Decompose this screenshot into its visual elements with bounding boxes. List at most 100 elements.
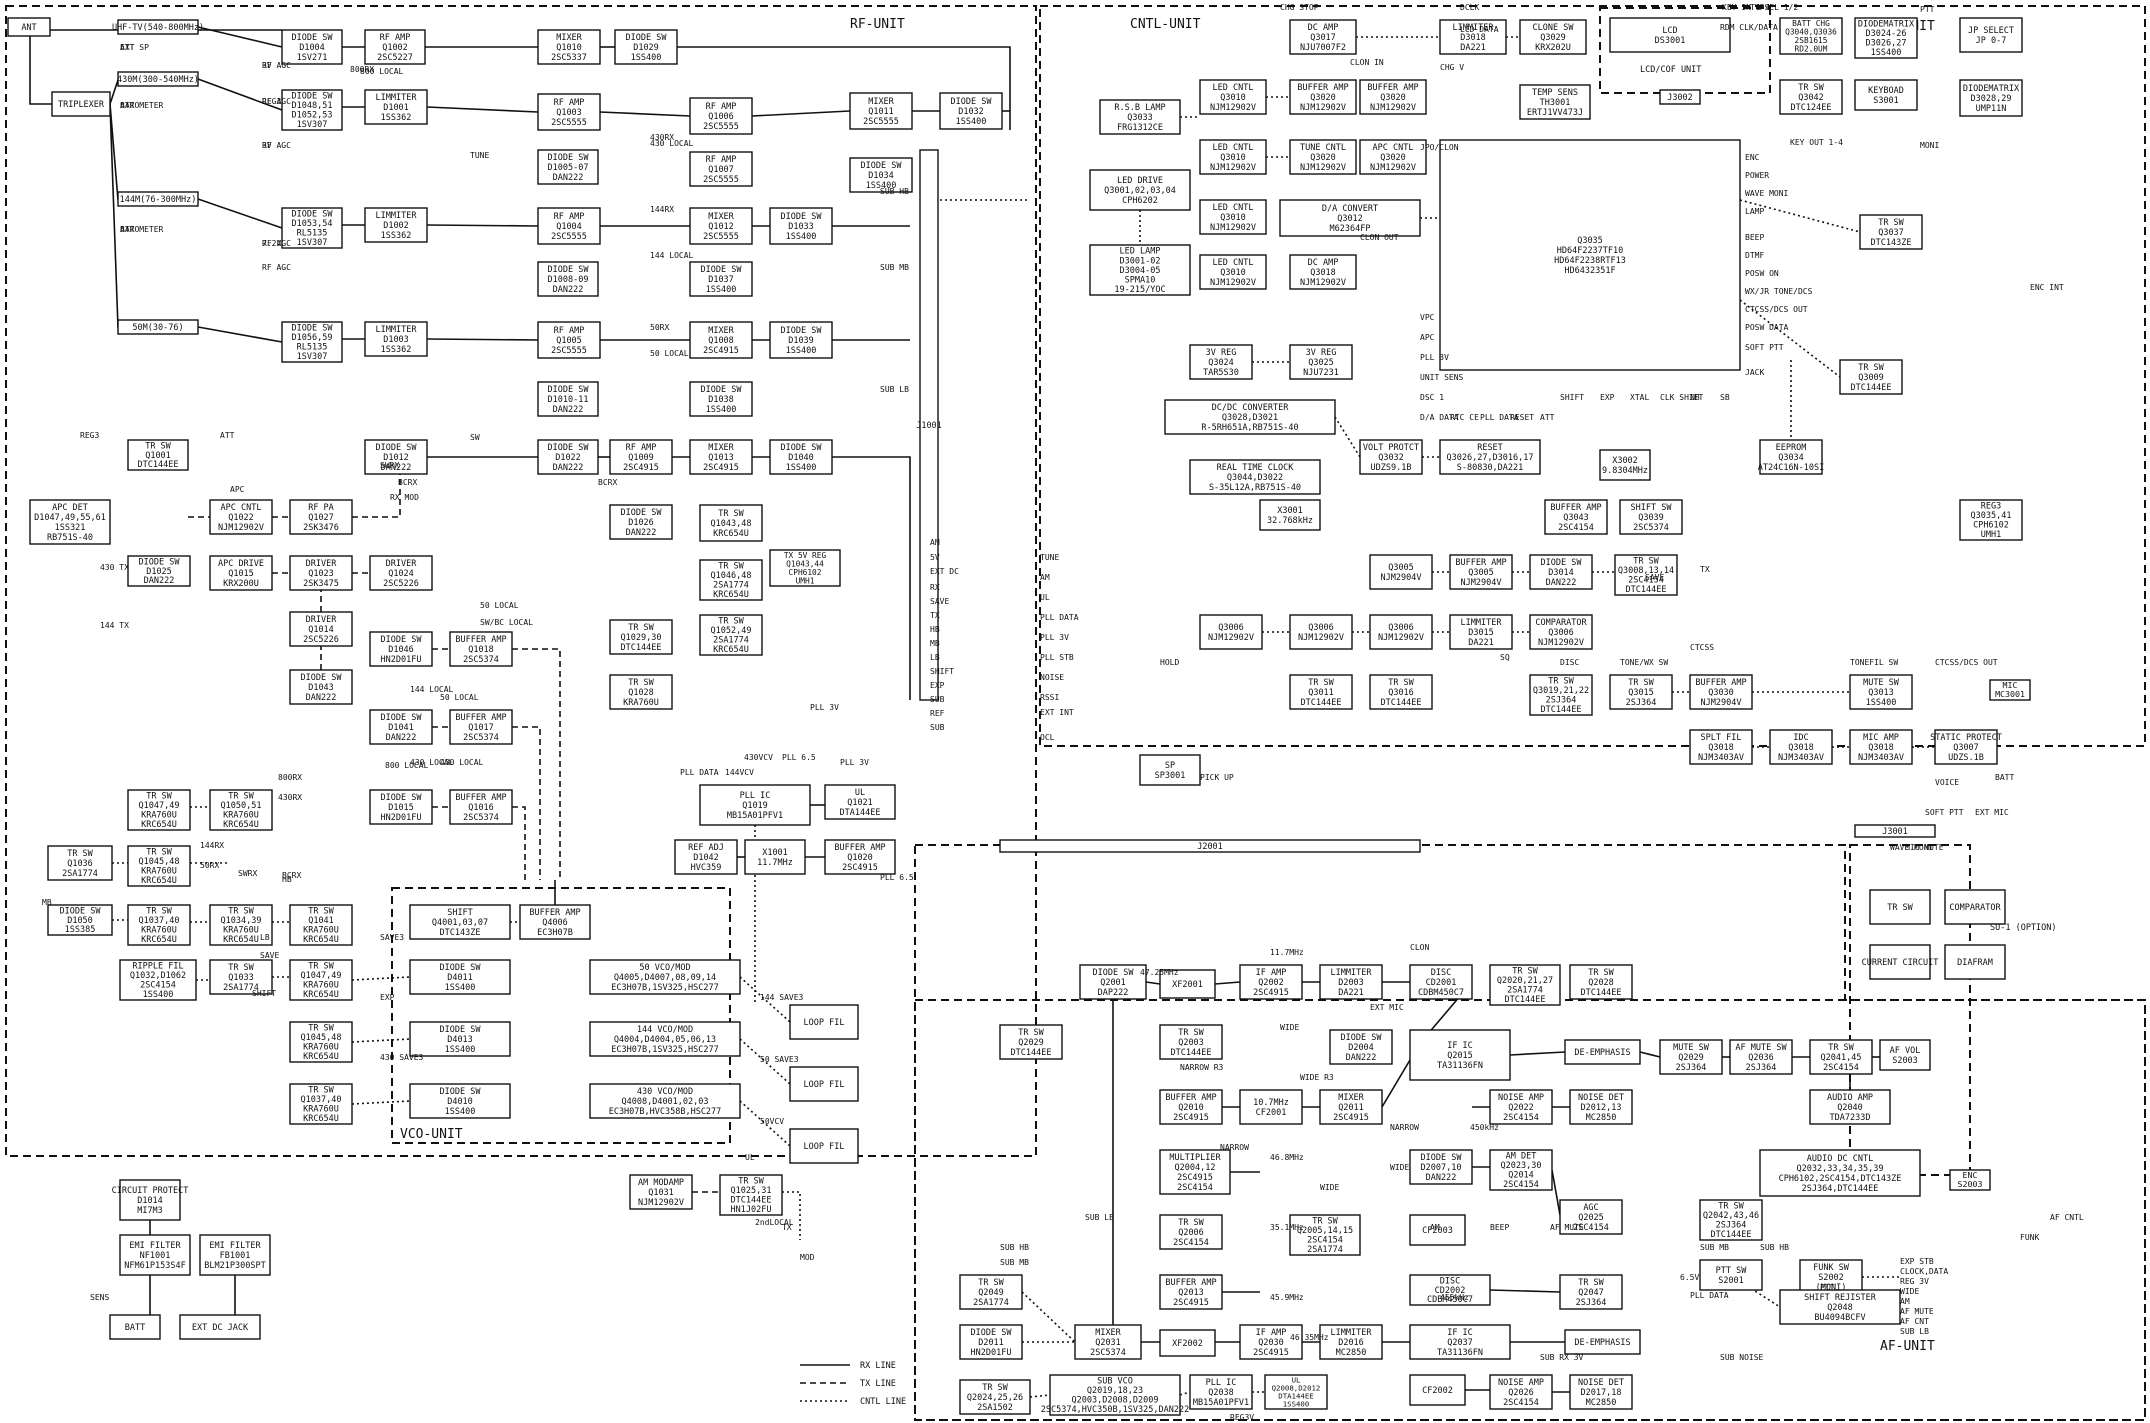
block-text: NJM12902V (1300, 278, 1346, 288)
block-text: MB15A01PFV1 (727, 811, 783, 821)
block-text: IF AMP (1256, 1328, 1287, 1338)
block-text: CIRCUIT PROTECT (112, 1186, 189, 1196)
block-text: MULTIPLIER (1169, 1153, 1221, 1163)
block-su_diag: DIAFRAM (1944, 944, 2006, 980)
block-text: MUTE SW (1863, 678, 1900, 688)
block-text: 2SC4915 (1253, 988, 1289, 998)
block-text: NJM3403AV (1778, 753, 1824, 763)
signal-line (1145, 981, 1161, 985)
signal-label: AF MUTE (1550, 1223, 1584, 1232)
block-text: DTC144EE (1541, 705, 1582, 715)
block-text: TR SW (308, 1024, 334, 1034)
block-text: Q1036 (67, 859, 93, 869)
block-text: DTC144EE (731, 1196, 772, 1206)
block-text: DIODE SW (781, 212, 823, 222)
signal-lines (29, 26, 1935, 1398)
block-text: BUFFER AMP (1367, 83, 1418, 93)
block-text: DTC144EE (1711, 1230, 1752, 1240)
block-text: 2SK3475 (303, 579, 339, 589)
block-text: BUFFER AMP (455, 635, 506, 645)
block-text: NOISE DET (1578, 1093, 1624, 1103)
block-text: Q3025 (1308, 358, 1334, 368)
signal-line (1639, 1051, 1661, 1058)
block-text: IDC (1793, 733, 1808, 743)
block-text: AUDIO AMP (1827, 1093, 1873, 1103)
block-text: Q3033 (1127, 113, 1153, 123)
block-text: (MONI) (1816, 1283, 1847, 1293)
block-text: 1SS400 (631, 53, 662, 63)
block-text: TR SW (1512, 967, 1538, 977)
block-text: 11.7MHz (757, 858, 793, 868)
block-text: LIMMITER (376, 93, 418, 103)
region-cntl-unit (1039, 5, 2146, 747)
signal-label: TX (930, 611, 940, 620)
block-text: DTC144EE (1505, 995, 1546, 1005)
block-text: NJM12902V (218, 523, 264, 533)
signal-label: TX (782, 1223, 792, 1232)
region-label-rf-unit: RF-UNIT (850, 17, 905, 32)
block-text: LCD (1662, 26, 1677, 36)
block-text: Q2025 (1578, 1213, 1604, 1223)
block-text: 2SA1502 (977, 1403, 1013, 1413)
block-text: 2SJ364 (1546, 696, 1577, 706)
block-text: FRG1312CE (1117, 123, 1163, 133)
block-text: 2SC4154 (140, 981, 176, 991)
block-text: KRC654U (303, 1114, 339, 1124)
signal-label: 46.35MHz (1290, 1333, 1329, 1342)
block-text: ENC (1963, 1170, 1978, 1180)
block-text: 2SJ364 (1716, 1221, 1747, 1231)
block-text: D1033 (788, 222, 814, 232)
block-text: 2SA1774 (713, 581, 749, 591)
block-text: CDBM450C7 (1418, 988, 1464, 998)
block-text: XF2001 (1172, 980, 1203, 990)
block-text: NJM12902V (1300, 103, 1346, 113)
block-text: 1SS362 (381, 231, 412, 241)
block-text: TX 5V REG (784, 551, 827, 560)
signal-label: SUB RX 3V (1540, 1353, 1584, 1362)
block-text: Q1007 (708, 165, 734, 175)
signal-label: 144 LOCAL (650, 251, 694, 260)
signal-line (1074, 999, 1114, 1343)
block-text: TR SW (146, 907, 172, 917)
block-su_curr: CURRENT CIRCUIT (1862, 944, 1938, 980)
block-text: DIODE SW (440, 1087, 482, 1097)
block-text: KRC654U (223, 820, 259, 830)
block-text: Q2029 (1678, 1053, 1704, 1063)
signal-label: WIDE (1900, 1287, 1919, 1296)
signal-label: EXP STB (1900, 1257, 1934, 1266)
block-text: Q4008,D4001,02,03 (622, 1097, 709, 1107)
block-text: Q3015 (1628, 688, 1654, 698)
block-text: SHIFT REJISTER (1804, 1293, 1877, 1303)
block-text: D1008-09 (548, 275, 589, 285)
signal-label: 35.1MHz (1270, 1223, 1304, 1232)
block-text: SUB VCO (1097, 1377, 1133, 1387)
signal-label: SWRX (380, 461, 399, 470)
block-text: Q1041 (308, 916, 334, 926)
signal-label: KEY OUT 1-4 (1790, 138, 1843, 147)
block-text: 144 VCO/MOD (637, 1025, 693, 1035)
block-text: D1014 (137, 1196, 163, 1206)
signal-label: ATT (120, 43, 135, 52)
block-text: 2SC5374,HVC350B,1SV325,DAN222 (1041, 1405, 1189, 1415)
block-text: FB1001 (220, 1251, 251, 1261)
block-text: DAN222 (553, 405, 584, 415)
